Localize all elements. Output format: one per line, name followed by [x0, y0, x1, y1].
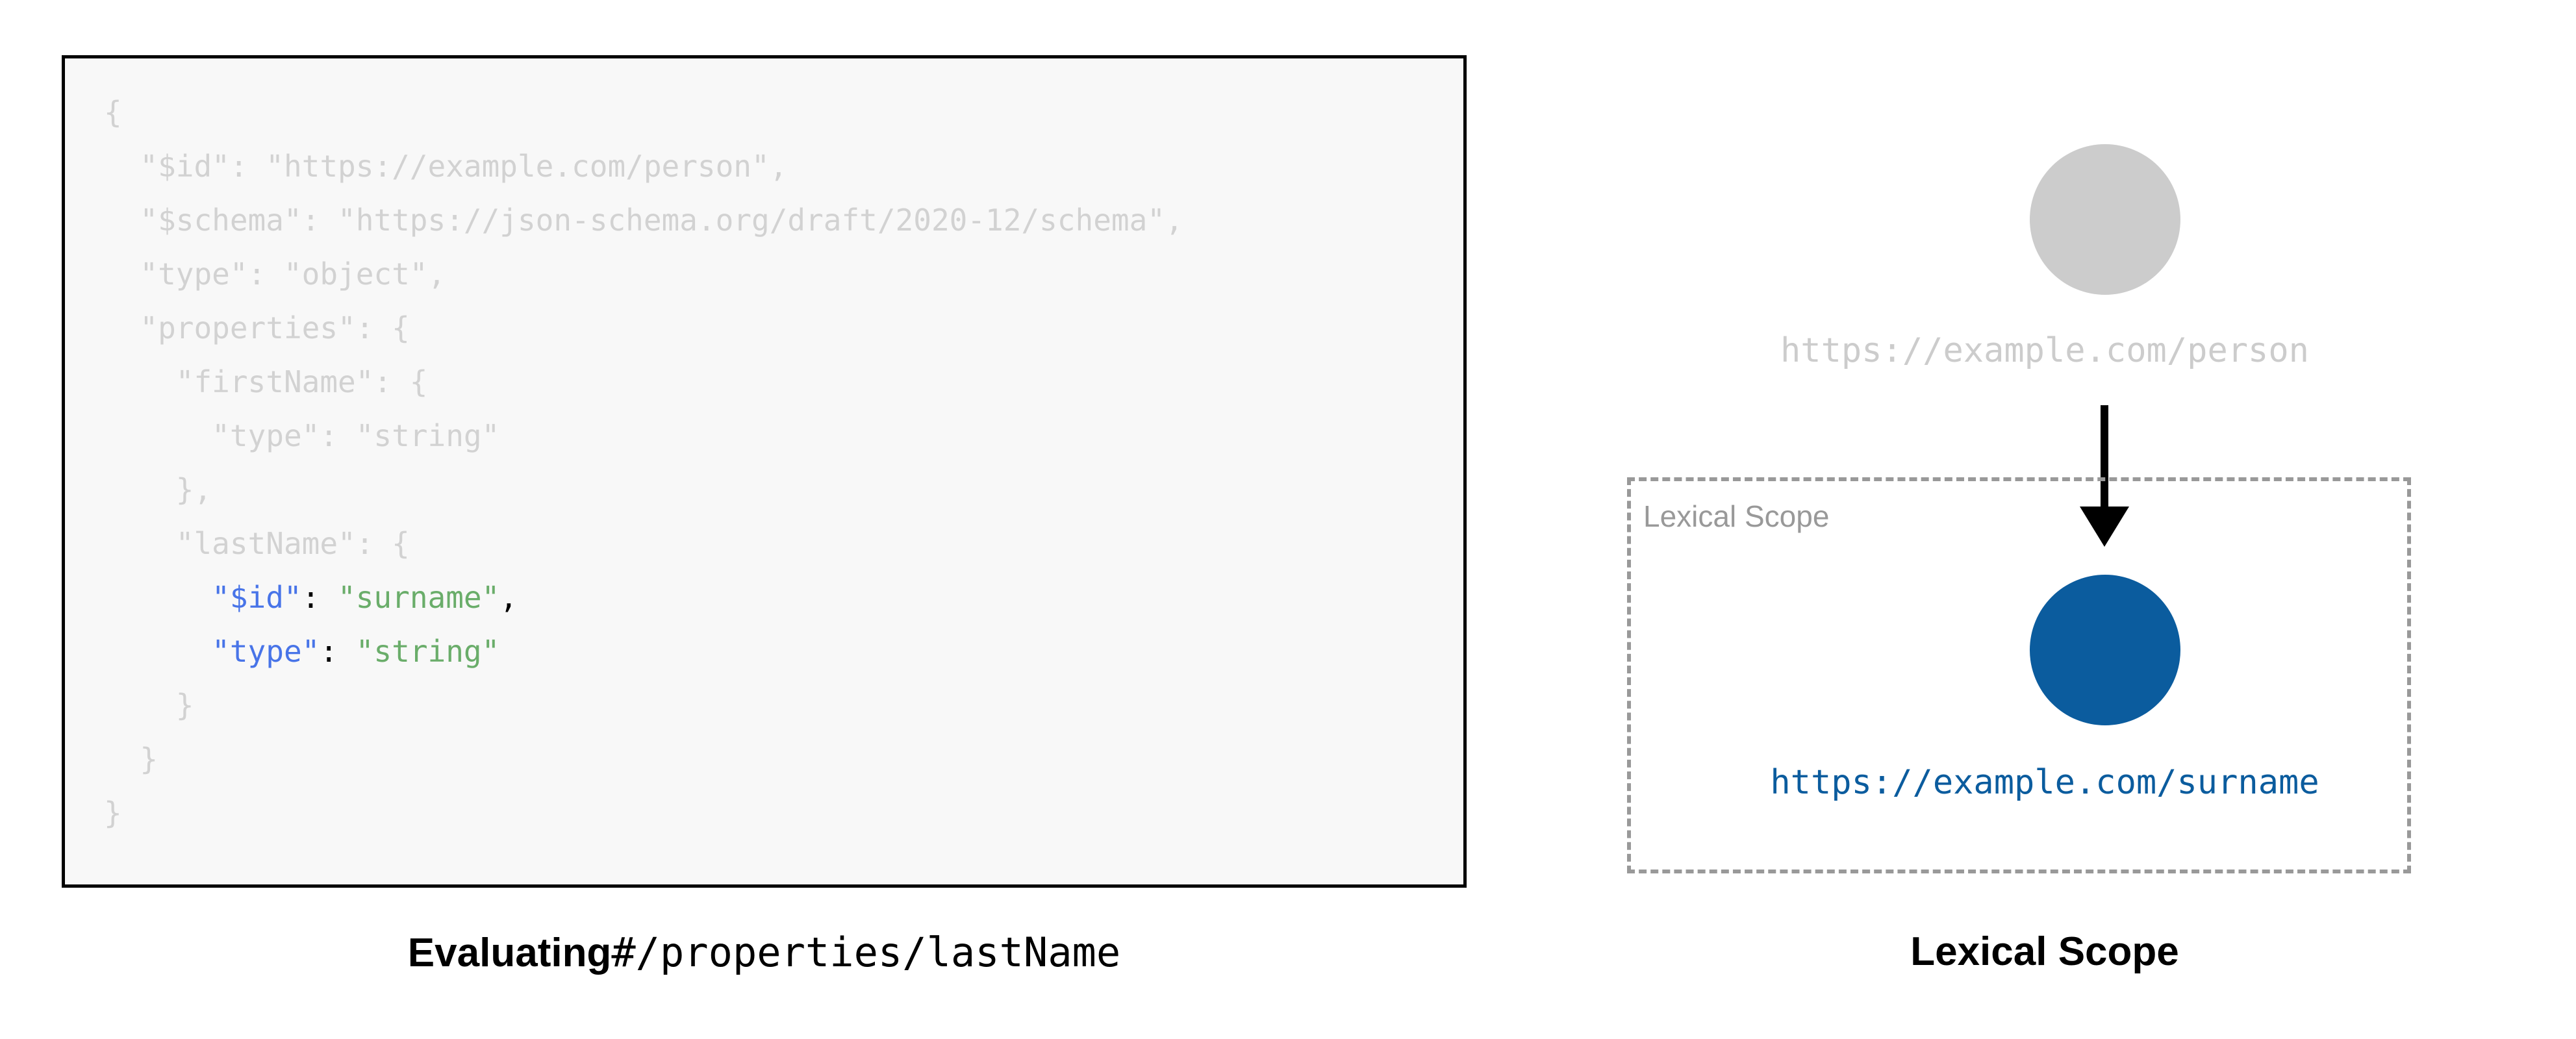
code-token: "firstName": { [175, 364, 428, 399]
code-line: "properties": { [104, 301, 1183, 355]
root-node-circle-icon [2030, 144, 2180, 295]
code-indent [104, 742, 140, 777]
code-indent [104, 310, 140, 345]
code-line: "lastName": { [104, 517, 1183, 571]
code-indent [104, 257, 140, 292]
code-line: "type": "string" [104, 409, 1183, 463]
code-indent [104, 203, 140, 238]
code-line: } [104, 732, 1183, 786]
code-line: "$schema": "https://json-schema.org/draf… [104, 194, 1183, 247]
code-token: "properties": { [140, 310, 410, 345]
code-indent [104, 634, 212, 669]
code-token: "type": "object", [140, 257, 446, 292]
code-indent [104, 580, 212, 615]
code-token: "surname" [338, 580, 500, 615]
code-token: "string" [355, 634, 500, 669]
code-line: "$id": "https://example.com/person", [104, 140, 1183, 194]
code-line: }, [104, 463, 1183, 517]
code-token: } [175, 688, 194, 723]
code-indent [104, 364, 176, 399]
lexical-scope-inner-label: Lexical Scope [1643, 499, 1830, 533]
code-token: "$id" [212, 580, 302, 615]
caption-bold-text: Evaluating [407, 931, 612, 975]
downward-arrow-icon [2080, 405, 2129, 547]
root-node-uri-label: https://example.com/person [1780, 331, 2309, 370]
code-token: "$schema": "https://json-schema.org/draf… [140, 203, 1183, 238]
json-schema-code-listing: { "$id": "https://example.com/person", "… [104, 86, 1183, 840]
code-token: : [301, 580, 338, 615]
lexical-scope-boundary-box [1627, 477, 2411, 873]
code-token: "lastName": { [175, 526, 410, 561]
code-token: "$id": "https://example.com/person", [140, 149, 788, 184]
code-token: , [499, 580, 518, 615]
code-panel: { "$id": "https://example.com/person", "… [62, 55, 1467, 976]
code-line: "$id": "surname", [104, 571, 1183, 625]
code-token: "type" [212, 634, 320, 669]
code-token: : [320, 634, 356, 669]
code-token: } [104, 795, 122, 831]
caption-pointer-path: #/properties/lastName [611, 929, 1121, 976]
code-line: "type": "object", [104, 247, 1183, 301]
code-line: { [104, 86, 1183, 140]
code-indent [104, 688, 176, 723]
code-token: }, [175, 472, 212, 507]
scoped-node-uri-label: https://example.com/surname [1770, 763, 2319, 802]
code-indent [104, 418, 212, 453]
scoped-node-circle-icon [2030, 575, 2180, 725]
code-line: "firstName": { [104, 355, 1183, 409]
code-token: "type": "string" [212, 418, 500, 453]
left-panel-caption: Evaluating#/properties/lastName [62, 929, 1467, 976]
diagram-panel: https://example.com/person Lexical Scope… [1513, 0, 2576, 1039]
right-panel-caption: Lexical Scope [1910, 929, 2179, 974]
code-line: } [104, 786, 1183, 840]
code-indent [104, 149, 140, 184]
code-indent [104, 472, 176, 507]
code-token: { [104, 95, 122, 130]
code-line: } [104, 679, 1183, 732]
code-token: } [140, 742, 158, 777]
code-indent [104, 526, 176, 561]
code-line: "type": "string" [104, 625, 1183, 679]
code-block-container: { "$id": "https://example.com/person", "… [62, 55, 1467, 888]
